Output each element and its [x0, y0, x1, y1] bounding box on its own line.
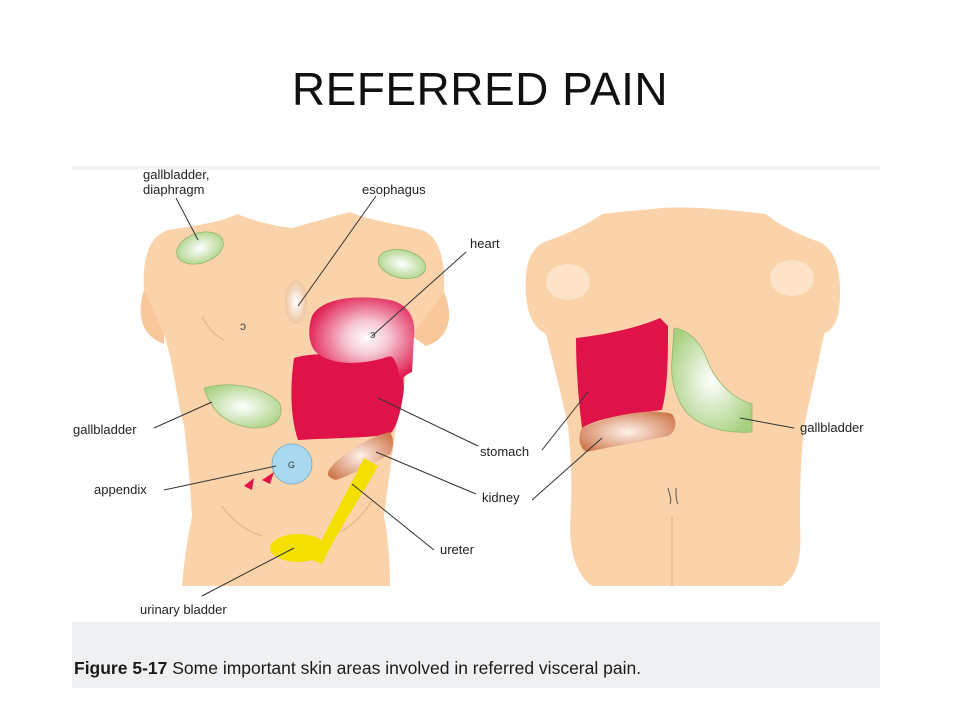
front-left-arm	[140, 290, 164, 344]
leader-gallbladder-diaphragm	[175, 197, 199, 241]
appendix-zone	[271, 443, 313, 485]
label-kidney: kidney	[482, 490, 520, 505]
slide-title: REFERRED PAIN	[291, 63, 669, 115]
leader-appendix	[163, 465, 277, 491]
leader-kidney	[375, 451, 477, 495]
leader-esophagus	[297, 195, 377, 307]
heart-zone	[309, 297, 415, 379]
gallbladder-diaphragm-left-zone	[176, 231, 224, 265]
front-right-arm	[412, 292, 450, 346]
referred-pain-figure: ɔ ɔ ɔ G	[72, 166, 880, 688]
leader-gallbladder-front	[153, 401, 213, 429]
leader-heart	[371, 251, 467, 337]
front-belly-line-2	[339, 500, 373, 533]
referred-arrow-2	[262, 472, 274, 484]
caption-text: Some important skin areas involved in re…	[167, 658, 642, 678]
caption-band: Figure 5-17 Some important skin areas in…	[72, 622, 880, 688]
gallbladder-diaphragm-right-zone	[377, 249, 427, 279]
leader-gallbladder-back	[739, 417, 795, 429]
label-gallbladder-front: gallbladder	[73, 422, 137, 437]
leader-stomach-back	[541, 391, 589, 451]
front-left-pectoral	[201, 315, 225, 341]
appendix-mark: G	[288, 460, 295, 470]
label-urinary-bladder: urinary bladder	[140, 602, 227, 617]
stomach-back-zone	[576, 318, 668, 428]
label-ureter: ureter	[440, 542, 475, 557]
leader-stomach	[377, 397, 479, 447]
urinary-bladder-zone	[270, 534, 326, 562]
label-gallbladder-diaphragm-2: diaphragm	[143, 182, 204, 197]
back-shoulder-highlight-left	[546, 264, 590, 300]
body-diagram: ɔ ɔ ɔ G	[73, 167, 864, 617]
ureter-zone	[312, 458, 378, 564]
back-shoulder-highlight-right	[770, 260, 814, 296]
stomach-front-zone	[291, 353, 404, 440]
leader-urinary-bladder	[201, 547, 295, 597]
referred-arrow-1	[244, 478, 254, 490]
gallbladder-back-zone	[671, 327, 753, 433]
figure-number: Figure 5-17	[74, 658, 168, 678]
label-stomach: stomach	[480, 444, 529, 459]
label-heart: heart	[470, 236, 500, 251]
gallbladder-front-zone	[203, 384, 282, 429]
label-gallbladder-diaphragm-1: gallbladder,	[143, 167, 210, 182]
kidney-back-zone	[579, 411, 676, 452]
label-gallbladder-back: gallbladder	[800, 420, 864, 435]
label-appendix: appendix	[94, 482, 147, 497]
front-nipple: ɔ	[240, 319, 246, 333]
figure-top-band	[72, 166, 880, 170]
kidney-front-zone	[327, 432, 393, 480]
back-spine	[667, 487, 679, 505]
label-esophagus: esophagus	[362, 182, 426, 197]
leader-kidney-back	[531, 437, 603, 501]
figure-caption: Figure 5-17 Some important skin areas in…	[74, 658, 641, 679]
leader-ureter	[351, 483, 435, 551]
esophagus-zone	[285, 280, 307, 324]
front-belly-line	[221, 505, 263, 537]
